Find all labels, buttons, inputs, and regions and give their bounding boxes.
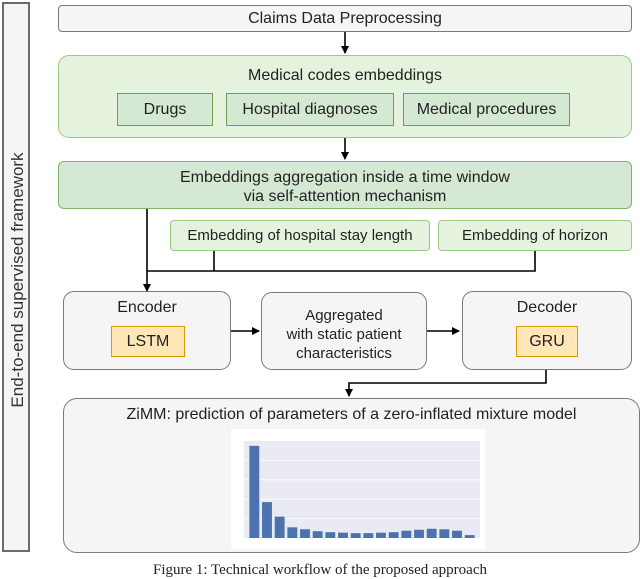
chart-bar-5 bbox=[300, 529, 310, 538]
chart-bar-3 bbox=[274, 516, 285, 538]
horizon-embedding-box: Embedding of horizon bbox=[438, 220, 632, 251]
zimm-bar-chart bbox=[231, 429, 485, 549]
aggregated-line-2: with static patient bbox=[286, 326, 402, 343]
aggregated-line-3: characteristics bbox=[296, 345, 392, 362]
chart-bar-7 bbox=[325, 532, 336, 538]
embeddings-aggregation-box: Embeddings aggregation inside a time win… bbox=[58, 161, 632, 209]
lstm-cell: LSTM bbox=[111, 326, 185, 357]
chart-bar-4 bbox=[287, 527, 298, 538]
preprocessing-label: Claims Data Preprocessing bbox=[248, 9, 442, 27]
stay-length-label: Embedding of hospital stay length bbox=[187, 227, 413, 244]
aggregation-line-2: via self-attention mechanism bbox=[243, 188, 447, 205]
chart-bar-9 bbox=[350, 533, 361, 538]
decoder-title: Decoder bbox=[516, 299, 578, 316]
gru-label: GRU bbox=[529, 332, 565, 350]
chart-bar-17 bbox=[452, 530, 462, 538]
chart-bar-10 bbox=[363, 533, 374, 538]
horizon-label: Embedding of horizon bbox=[462, 227, 608, 244]
drugs-label: Drugs bbox=[143, 100, 187, 118]
chart-bar-11 bbox=[376, 532, 386, 538]
drugs-box: Drugs bbox=[117, 93, 213, 126]
figure-caption: Figure 1: Technical workflow of the prop… bbox=[153, 562, 487, 578]
embeddings-title: Medical codes embeddings bbox=[248, 67, 442, 84]
line-horizon-merge bbox=[147, 251, 536, 272]
lstm-label: LSTM bbox=[126, 332, 170, 350]
aggregation-line-1: Embeddings aggregation inside a time win… bbox=[180, 169, 510, 186]
chart-bar-15 bbox=[426, 528, 437, 538]
hospital-diagnoses-box: Hospital diagnoses bbox=[226, 93, 394, 126]
hospital-diagnoses-label: Hospital diagnoses bbox=[242, 100, 378, 118]
aggregated-static-box: Aggregated with static patient character… bbox=[261, 292, 427, 370]
chart-bar-1 bbox=[249, 445, 260, 538]
medical-procedures-box: Medical procedures bbox=[403, 93, 570, 126]
claims-data-preprocessing-box: Claims Data Preprocessing bbox=[58, 5, 632, 32]
chart-bar-16 bbox=[439, 529, 450, 538]
chart-bar-12 bbox=[388, 532, 399, 538]
medical-procedures-label: Medical procedures bbox=[416, 100, 557, 118]
zimm-title: ZiMM: prediction of parameters of a zero… bbox=[126, 406, 577, 423]
chart-bar-6 bbox=[312, 531, 323, 538]
framework-sidebar: End-to-end supervised framework bbox=[2, 2, 30, 552]
aggregated-line-1: Aggregated bbox=[305, 307, 383, 324]
chart-bar-2 bbox=[262, 502, 272, 538]
chart-bar-8 bbox=[338, 532, 348, 538]
arrow-decoder-to-zimm bbox=[345, 370, 547, 397]
gru-cell: GRU bbox=[516, 326, 578, 357]
encoder-title: Encoder bbox=[117, 299, 177, 316]
chart-bar-18 bbox=[464, 535, 475, 538]
stay-length-embedding-box: Embedding of hospital stay length bbox=[170, 220, 430, 251]
chart-bar-13 bbox=[401, 530, 412, 538]
chart-bar-14 bbox=[414, 529, 424, 538]
